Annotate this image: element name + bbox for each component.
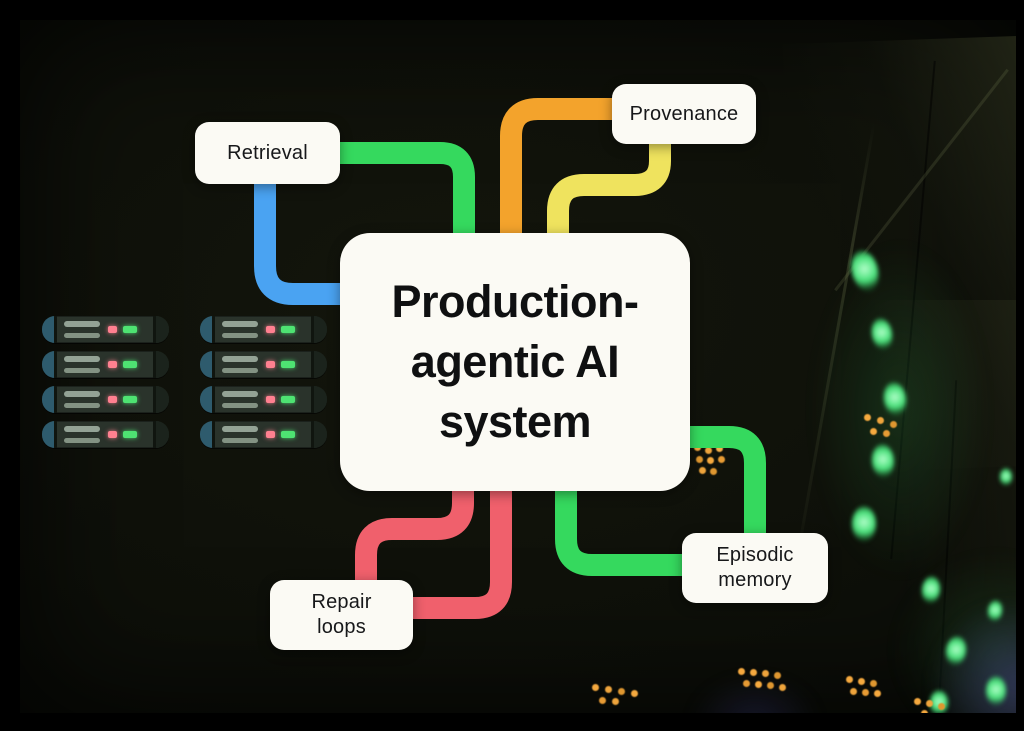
orange-led-dots	[864, 414, 871, 421]
server-led-red	[108, 431, 117, 438]
wire-retrieval-green	[321, 142, 475, 263]
server-led-red	[266, 326, 275, 333]
wire-repair-red-a	[355, 472, 474, 607]
server-vents	[222, 355, 258, 374]
provenance-label: Provenance	[629, 102, 739, 125]
episodic-memory-line-2: memory	[718, 569, 792, 591]
server-led-red	[108, 361, 117, 368]
green-led-glow	[1000, 468, 1012, 486]
repair-loops-label: Repair loops	[311, 590, 371, 640]
wire-provenance-orange	[500, 98, 631, 253]
server-vents	[64, 390, 100, 409]
server-icon	[42, 351, 169, 378]
node-episodic-memory: Episodic memory	[682, 533, 828, 603]
center-node-label: Production- agentic AI system	[392, 272, 639, 452]
wire-retrieval-blue	[254, 171, 359, 305]
green-led-glow	[986, 676, 1006, 706]
orange-led-dots	[738, 668, 745, 675]
node-retrieval: Retrieval	[195, 122, 340, 184]
server-icon	[200, 386, 327, 413]
server-led-green	[281, 431, 295, 438]
frame-border-top	[0, 0, 1024, 20]
server-led-green	[281, 361, 295, 368]
server-icon	[42, 316, 169, 343]
center-node-line-3: system	[438, 395, 592, 447]
server-icon	[42, 386, 169, 413]
orange-led-dots	[846, 676, 853, 683]
server-vents	[222, 390, 258, 409]
server-vents	[64, 355, 100, 374]
repair-loops-line-1: Repair	[311, 591, 372, 614]
server-led-green	[123, 326, 137, 333]
server-led-green	[281, 326, 295, 333]
wire-episodic-green-top	[675, 426, 766, 551]
retrieval-label: Retrieval	[227, 141, 308, 164]
node-repair-loops: Repair loops	[270, 580, 413, 650]
frame-border-left	[0, 0, 20, 731]
orange-led-dots	[914, 698, 921, 705]
server-led-green	[123, 431, 137, 438]
server-led-red	[266, 396, 275, 403]
green-led-glow	[930, 690, 948, 716]
server-icon	[42, 421, 169, 448]
center-node-line-2: agentic AI	[410, 336, 620, 388]
server-icon	[200, 316, 327, 343]
server-led-green	[123, 396, 137, 403]
frame-border-bottom	[0, 713, 1024, 731]
wire-repair-red-b	[397, 472, 512, 619]
server-vents	[222, 425, 258, 444]
wire-episodic-green-left	[555, 475, 699, 576]
repair-loops-line-2: loops	[317, 616, 366, 638]
node-production-agentic-ai-system: Production- agentic AI system	[340, 233, 690, 491]
server-led-red	[108, 326, 117, 333]
server-icon	[200, 351, 327, 378]
server-led-red	[266, 431, 275, 438]
server-led-red	[266, 361, 275, 368]
orange-led-dots	[592, 684, 599, 691]
episodic-memory-line-1: Episodic	[716, 544, 794, 567]
node-provenance: Provenance	[612, 84, 756, 144]
wire-provenance-yellow	[547, 127, 671, 253]
server-led-red	[108, 396, 117, 403]
green-led-glow	[852, 506, 876, 542]
server-led-green	[281, 396, 295, 403]
server-led-green	[123, 361, 137, 368]
server-vents	[64, 320, 100, 339]
center-node-line-1: Production-	[391, 276, 639, 328]
episodic-memory-label: Episodic memory	[716, 543, 793, 593]
server-icon	[200, 421, 327, 448]
server-vents	[64, 425, 100, 444]
server-vents	[222, 320, 258, 339]
frame-border-right	[1016, 0, 1024, 731]
rack-panel	[860, 300, 1024, 731]
